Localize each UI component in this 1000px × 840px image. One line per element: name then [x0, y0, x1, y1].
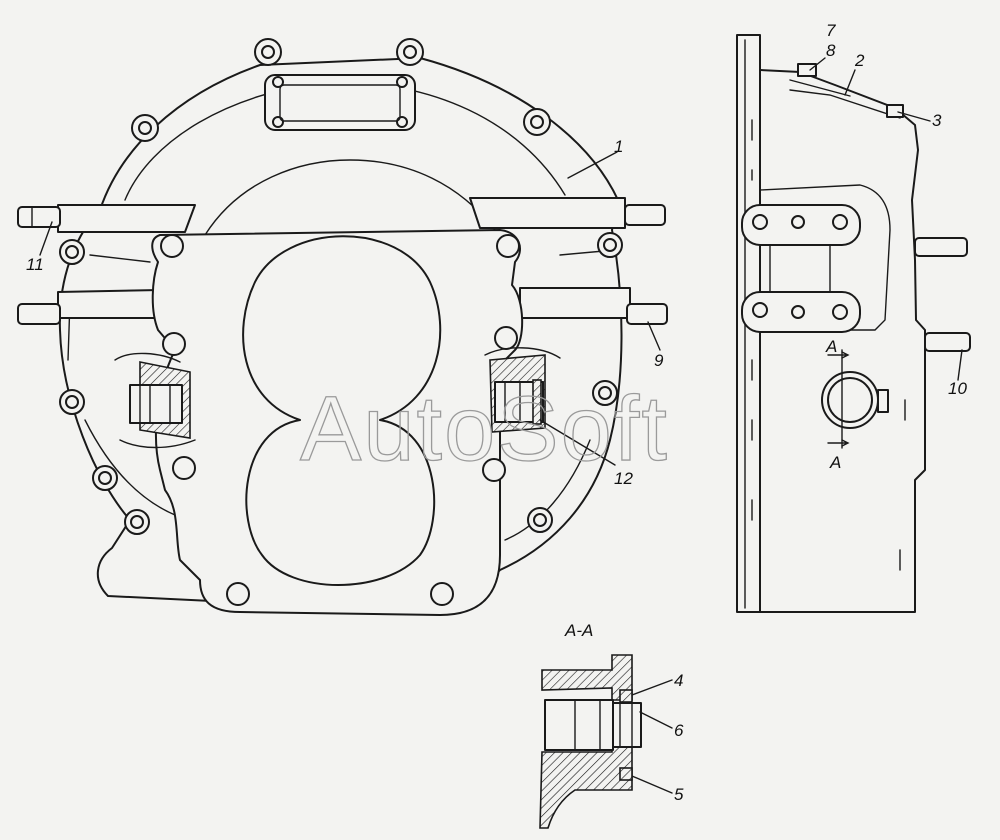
- callout-5: 5: [674, 785, 684, 804]
- callout-4: 4: [674, 671, 683, 690]
- section-mark-bottom: A: [829, 453, 841, 472]
- side-upper-bar: [741, 204, 861, 246]
- side-lower-bar: [741, 291, 861, 333]
- stud-left-lower: [17, 303, 61, 325]
- side-stud-upper: [914, 237, 968, 257]
- right-plug-section: [484, 347, 561, 433]
- callout-12: 12: [614, 469, 633, 488]
- stud-right-upper: [624, 204, 666, 226]
- side-view: [736, 34, 971, 613]
- callout-3: 3: [932, 111, 942, 130]
- callout-11: 11: [26, 255, 44, 274]
- watermark: AutoSoft: [300, 378, 669, 480]
- callout-6: 6: [674, 721, 684, 740]
- side-body: [759, 69, 926, 613]
- section-title: A-A: [564, 621, 593, 640]
- bolt-3: [886, 104, 904, 118]
- side-port: [821, 371, 879, 429]
- top-cover-plate: [264, 74, 416, 131]
- callout-7: 7: [826, 21, 836, 40]
- callout-9: 9: [654, 351, 664, 370]
- section-aa: [539, 654, 642, 829]
- callout-2: 2: [854, 51, 865, 70]
- bolt-bosses: [59, 38, 623, 535]
- leader-lines: [39, 57, 963, 794]
- stud-10: [924, 332, 971, 352]
- stud-9: [626, 303, 668, 325]
- section-mark-top: A: [825, 337, 837, 356]
- stud-11: [17, 206, 61, 228]
- callout-8: 8: [826, 41, 836, 60]
- callout-1: 1: [614, 137, 623, 156]
- front-view: [17, 38, 668, 616]
- inner-plate: [151, 229, 524, 616]
- callout-10: 10: [948, 379, 967, 398]
- crank-bore: [242, 235, 442, 586]
- bolt-7-8: [797, 63, 817, 77]
- left-plug-section: [114, 352, 196, 449]
